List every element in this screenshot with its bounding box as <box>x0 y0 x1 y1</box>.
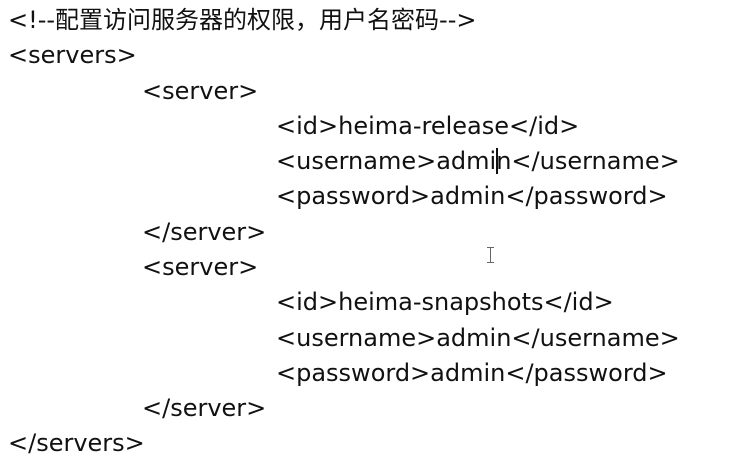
mouse-ibeam-stem <box>490 248 491 262</box>
server-username-line-1: <username>admin</username> <box>276 147 680 175</box>
servers-open-line: <servers> <box>8 41 137 69</box>
server-password-line-1: <password>admin</password> <box>276 182 668 210</box>
mouse-ibeam-bottom-cap <box>487 262 494 263</box>
server-open-line-2: <server> <box>142 253 259 281</box>
server-id-line-2: <id>heima-snapshots</id> <box>276 288 614 316</box>
server-open-line-1: <server> <box>142 77 259 105</box>
xml-comment-line: <!--配置访问服务器的权限，用户名密码--> <box>8 6 477 34</box>
server-close-line-2: </server> <box>142 394 267 422</box>
server-password-line-2: <password>admin</password> <box>276 359 668 387</box>
text-caret <box>496 148 498 174</box>
mouse-ibeam-top-cap <box>487 247 494 248</box>
mouse-ibeam-icon <box>486 247 495 263</box>
servers-close-line: </servers> <box>8 429 145 457</box>
server-close-line-1: </server> <box>142 218 267 246</box>
server-id-line-1: <id>heima-release</id> <box>276 112 580 140</box>
server-username-line-2: <username>admin</username> <box>276 324 680 352</box>
